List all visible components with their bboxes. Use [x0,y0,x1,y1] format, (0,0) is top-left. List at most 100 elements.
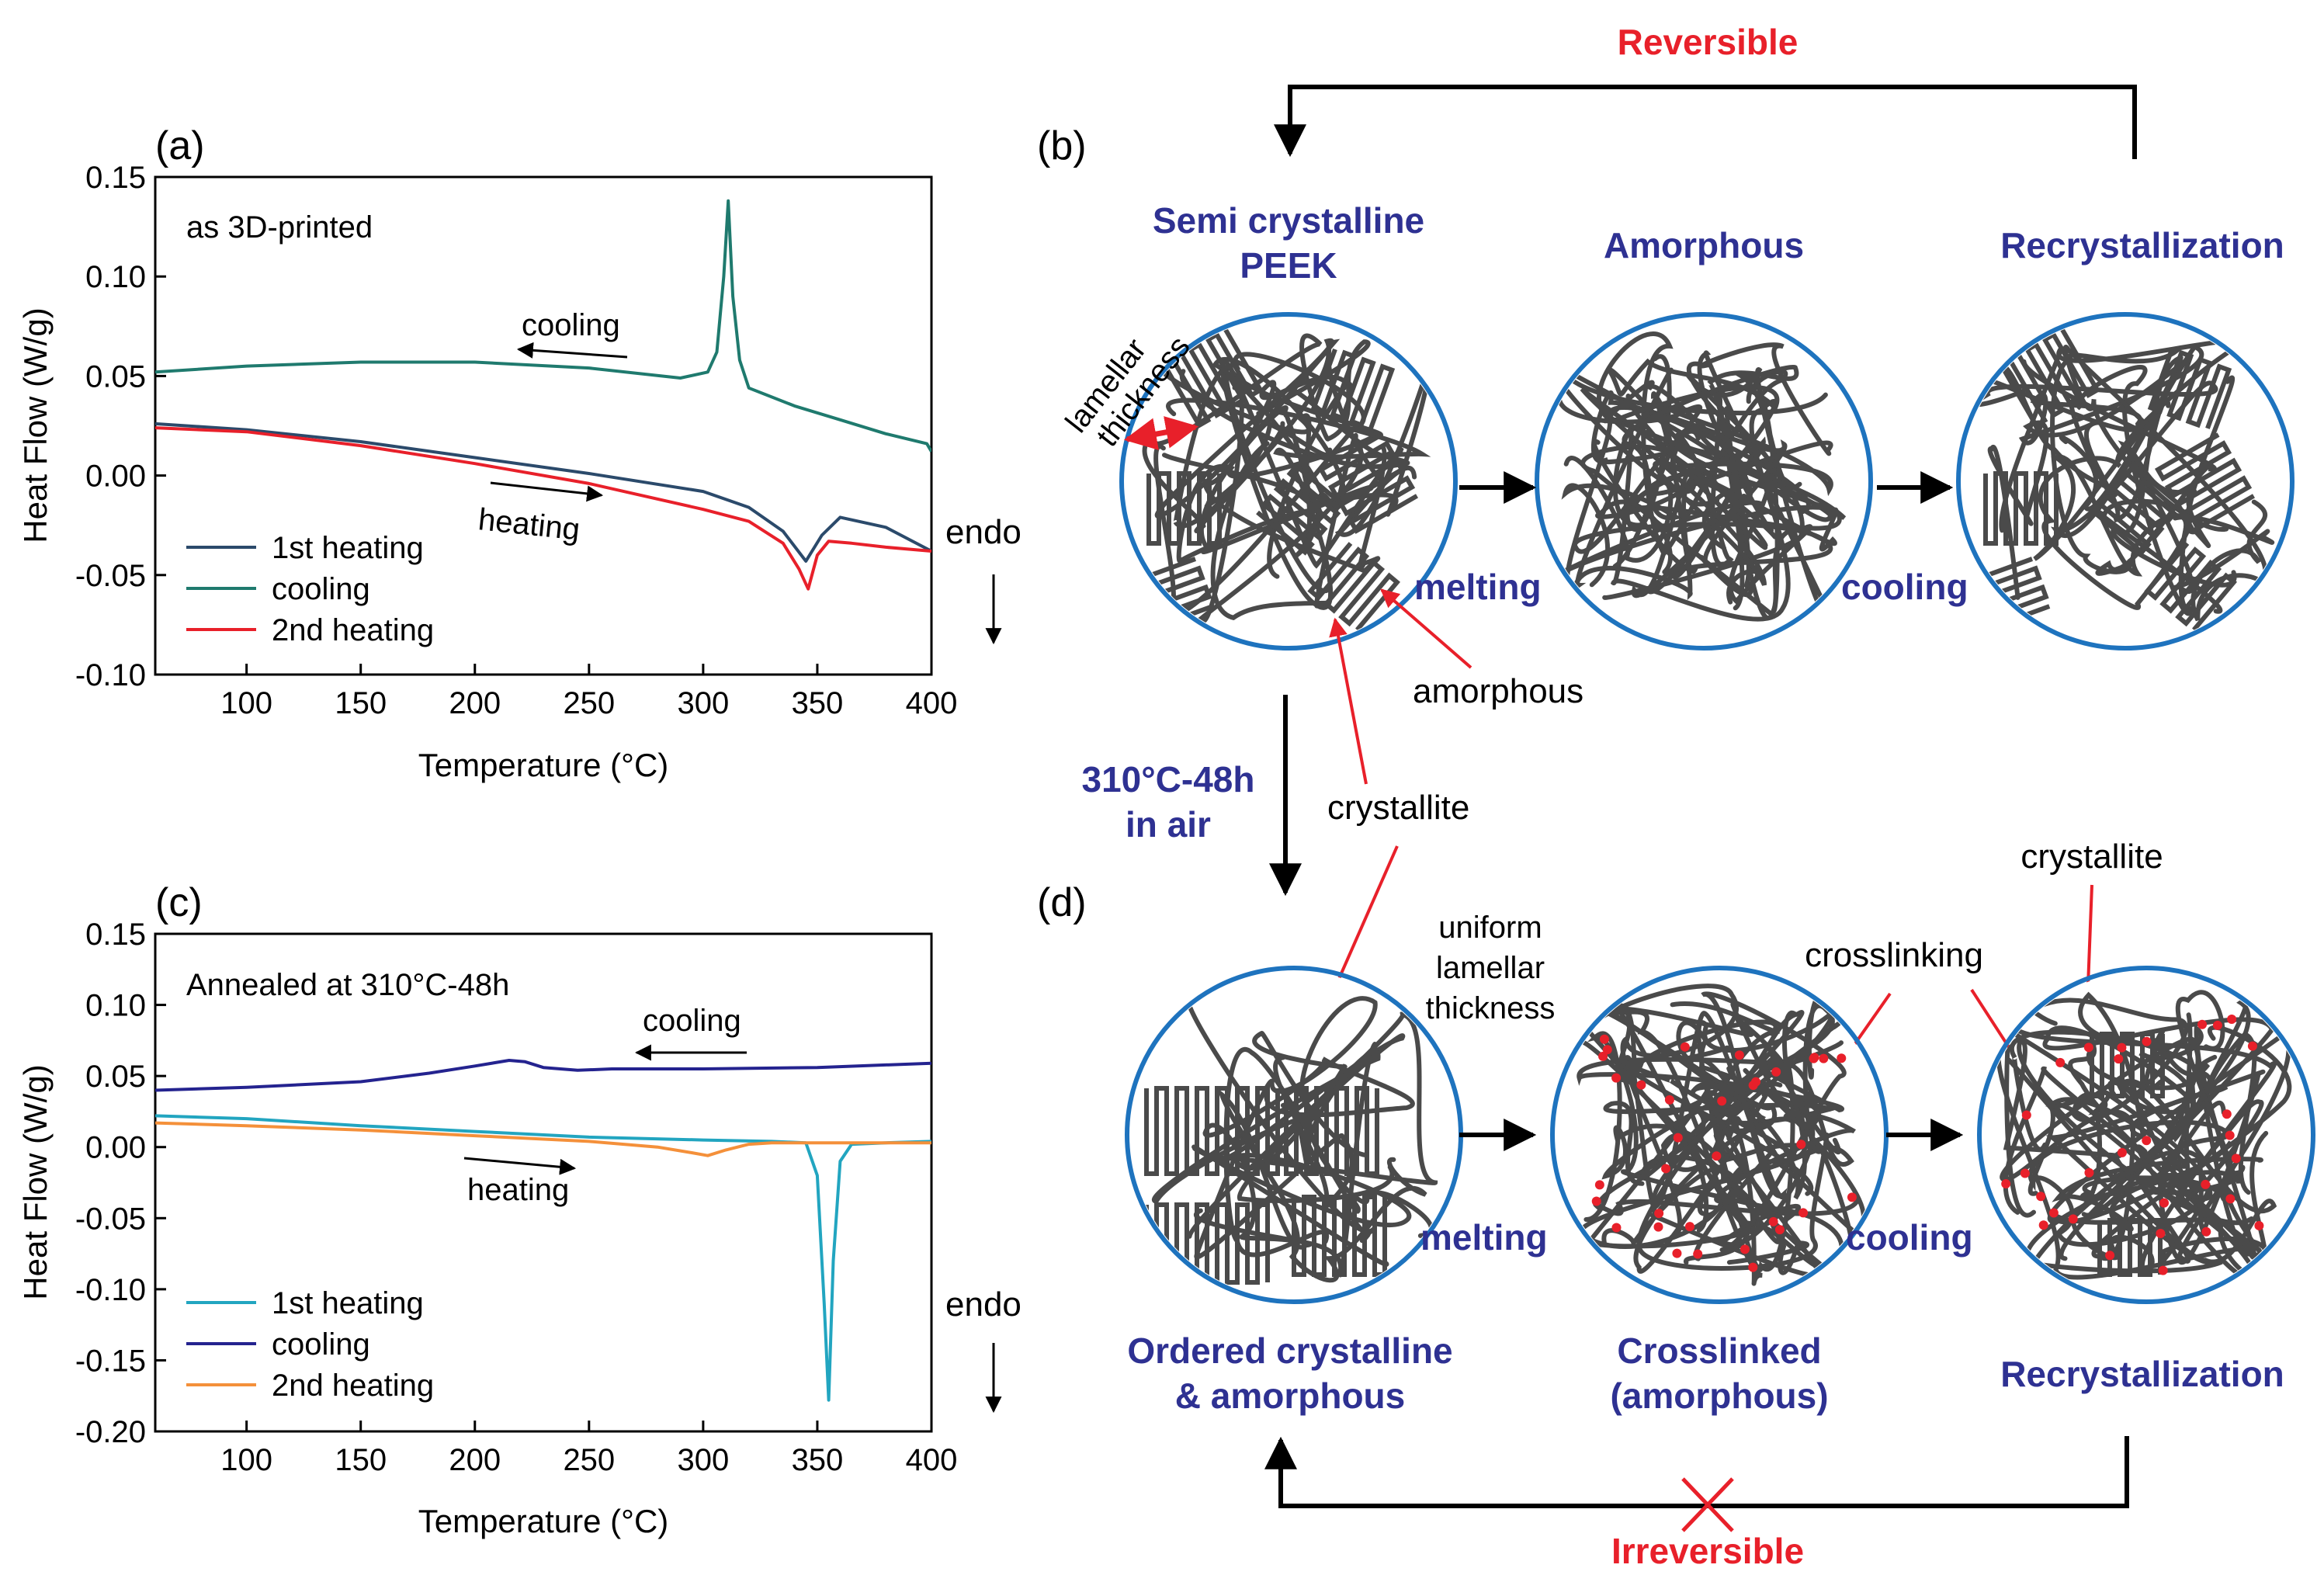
polymer-chain [1561,364,1799,588]
polymer-chain [1650,991,1847,1252]
reversible-loop-arrow [1274,85,2137,159]
crosslink-dot [1680,1042,1690,1052]
crosslink-dot [2142,1036,2152,1046]
crosslink-dot [1599,1034,1609,1044]
crosslink-dot [1661,1164,1671,1174]
lamellar-crystal [2154,432,2255,534]
crosslink-dot [2036,1192,2046,1202]
crosslink-dot [2197,1019,2208,1029]
x-tick-label: 400 [906,686,958,720]
panel-a-cooling-arrow [516,342,628,359]
crosslink-dot [1672,1248,1682,1258]
circle-contents [1540,317,1868,645]
melting-label-bottom: melting [1420,1217,1548,1258]
crystallite-label-right: crystallite [2020,838,2163,876]
crosslink-dot [1751,1077,1761,1087]
schematic-diagram: (b) (d) Reversible Irreversible Semi cry… [1037,22,2315,1571]
legend-label: cooling [272,1327,370,1362]
panel-a-heating-label: heating [477,502,581,546]
reversible-label: Reversible [1618,22,1798,62]
crosslink-dot [2021,1110,2031,1120]
panel-a-annotation: as 3D-printed [186,210,373,245]
lamellar-crystal [1146,471,1222,546]
y-tick-label: -0.05 [75,1202,146,1236]
y-tick-label: 0.10 [85,260,146,294]
panel-a-heating-arrow [490,481,604,502]
polymer-chain [2062,345,2268,622]
lamellar-crystal [2097,1218,2163,1277]
crosslink-dot [2083,1043,2093,1053]
state-title: Semi crystalline [1153,200,1424,241]
amorphous-circle [1535,312,1873,650]
crosslink-dot [2254,1220,2264,1230]
panel-c-ylabel: Heat Flow (W/g) [17,1064,54,1299]
melting-label-top: melting [1414,567,1542,607]
crosslink-dot [2225,1130,2235,1140]
series-line-2 [155,1059,931,1092]
y-tick-label: -0.05 [75,559,146,593]
panel-c-endo-label: endo [945,1285,1022,1324]
polymer-chain [1199,356,1374,559]
uniform-lamellar-label: thickness [1426,991,1556,1025]
polymer-chain [1142,333,1371,533]
crosslink-dot [2201,1179,2211,1189]
crosslink-dot [1768,1216,1778,1226]
crosslink-dot [2068,1214,2078,1224]
series-line-3 [155,1121,931,1157]
polymer-chain [2000,1025,2292,1261]
polymer-chain [1989,343,2204,512]
panel-c-annotation: Annealed at 310°C-48h [186,968,509,1002]
legend-label: 2nd heating [272,613,434,647]
x-tick-label: 150 [335,686,387,720]
state-title: Recrystallization [2000,225,2284,265]
panel-b-label: (b) [1037,123,1087,168]
x-tick-label: 100 [220,1443,272,1477]
panel-a-cooling-label: cooling [522,308,620,342]
panel-c-yticks: -0.20-0.15-0.10-0.050.000.050.100.15 [75,918,166,1449]
cooling-label-bottom: cooling [1846,1217,1973,1258]
state-title: (amorphous) [1610,1376,1828,1416]
x-tick-label: 350 [792,1443,844,1477]
crosslink-dot [2117,1147,2127,1157]
lamellar-crystal [2147,348,2232,429]
crosslink-dot [2038,1220,2048,1230]
amorphous-pointer-arrow [1380,588,1472,669]
amorphous-annotation: amorphous [1413,672,1583,710]
crosslink-dot [1774,1225,1785,1235]
crosslink-dot [1798,1208,1809,1218]
lamellar-thickness-arrow [1123,416,1199,450]
lamellar-crystal [1162,328,1264,429]
lamellar-crystal [1284,1086,1379,1176]
lamellar-crystal [1983,471,2059,546]
crosslink-dot [2114,1054,2124,1064]
y-tick-label: -0.10 [75,658,146,692]
crosslink-dot [1740,1244,1750,1254]
crosslink-dot [1693,1249,1703,1259]
x-tick-label: 300 [678,1443,730,1477]
panel-c-legend: 1st heating cooling 2nd heating [186,1286,434,1403]
cross-icon [1681,1477,1734,1532]
panel-c-heating-arrow [463,1157,577,1175]
lamellar-crystal [1144,1202,1270,1285]
lamellar-crystal [2144,542,2237,632]
recrystallization-circle-bottom [1977,966,2315,1304]
x-tick-label: 350 [792,686,844,720]
y-tick-label: -0.10 [75,1273,146,1307]
panel-c-chart: (c) -0.20-0.15-0.10-0.050.000.050.100.15… [17,880,1022,1539]
polymer-chain [2033,400,2223,614]
uniform-lamellar-label: lamellar [1436,951,1545,985]
circle-contents [1982,971,2310,1299]
lamellar-crystal [1144,1086,1280,1176]
lamellar-crystal [1317,432,1418,534]
crosslink-dot [2055,1057,2066,1067]
y-tick-label: 0.15 [85,161,146,195]
circle-contents [1130,971,1458,1299]
panel-c-series [155,1059,931,1402]
state-title: Ordered crystalline [1127,1330,1452,1371]
panel-a-label: (a) [155,123,205,168]
crystallite-annotation: crystallite [1327,789,1469,827]
lamellar-crystal [1999,328,2100,429]
